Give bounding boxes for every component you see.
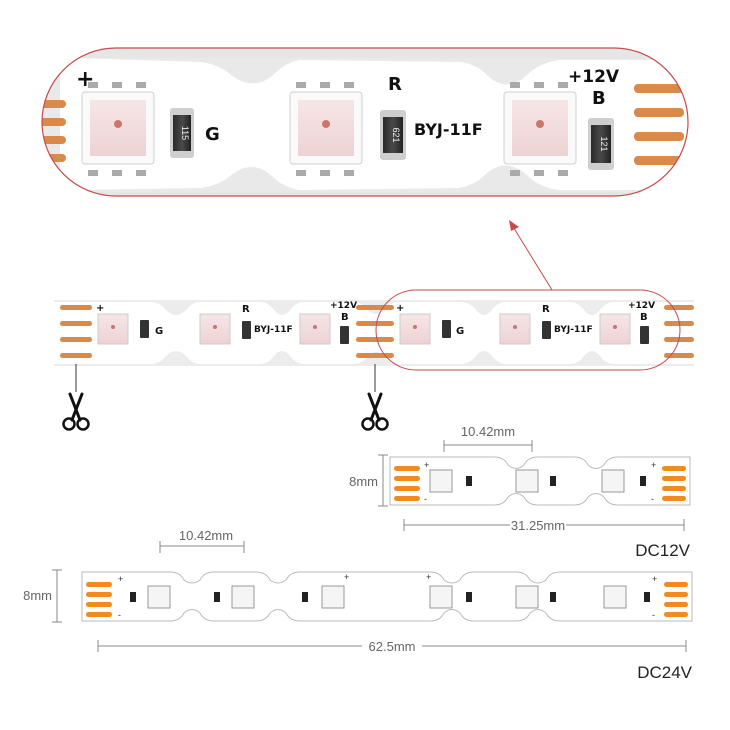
cut-mark-left <box>62 364 90 431</box>
zoom-resistor-2: 621 <box>380 110 406 160</box>
strip-label-12v-2: +12V <box>628 301 655 311</box>
dc24v-voltage-label: DC24V <box>637 663 692 682</box>
dc24v-pitch-dim: 10.42mm <box>179 528 233 543</box>
dc24v-pads-left <box>86 582 112 617</box>
dc24v-minus-1: - <box>118 610 121 620</box>
zoom-label-g: G <box>205 124 220 145</box>
dc12v-voltage-label: DC12V <box>635 541 690 560</box>
strip-label-r-2: R <box>542 304 550 315</box>
dc24v-segment-dim: 62.5mm <box>369 639 416 654</box>
zoom-label-r: R <box>388 74 402 95</box>
zoom-label-plus: + <box>76 67 94 92</box>
scissors-icon <box>361 392 389 431</box>
zoom-led-1 <box>81 82 155 176</box>
dc24v-minus-2: - <box>652 610 655 620</box>
strip-pads-right <box>664 305 694 358</box>
strip-label-g-2: G <box>456 326 464 337</box>
dc24v-plus-3: + <box>426 572 431 582</box>
dc24v-drawing: 10.42mm 8mm + - + + + - <box>23 528 693 682</box>
dc12v-minus-1: - <box>424 494 427 504</box>
zoom-view: 115 621 121 + G R BYJ-11F +12V B <box>41 47 689 197</box>
strip-label-12v-1: +12V <box>330 301 357 311</box>
resistor-code-3: 121 <box>599 136 609 151</box>
zoom-resistor-1: 115 <box>170 108 194 158</box>
strip-label-model-2: BYJ-11F <box>554 325 593 335</box>
zoom-right-pads <box>634 84 684 165</box>
resistor-code-2: 621 <box>391 127 401 142</box>
strip-label-plus-1: + <box>96 303 104 314</box>
cut-mark-middle <box>361 364 389 431</box>
callout-line <box>511 224 553 291</box>
callout-arrowhead <box>509 220 519 231</box>
dc24v-resistors <box>130 592 650 602</box>
dc12v-minus-2: - <box>651 494 654 504</box>
strip-label-b-2: B <box>640 312 648 323</box>
zoom-led-3 <box>503 82 577 176</box>
resistor-code-1: 115 <box>180 126 190 140</box>
dc12v-pitch-dim: 10.42mm <box>461 424 515 439</box>
dc12v-plus-1: + <box>424 460 429 470</box>
dc12v-plus-2: + <box>651 460 656 470</box>
strip-pads-middle <box>356 305 394 358</box>
dc12v-width-dim: 8mm <box>349 474 378 489</box>
zoom-label-model: BYJ-11F <box>414 120 483 139</box>
strip-pads-left <box>60 305 92 358</box>
strip-label-g-1: G <box>155 326 163 337</box>
dc24v-leds <box>147 585 627 609</box>
dc12v-pads-right <box>662 466 686 501</box>
strip-leds <box>97 313 631 345</box>
strip-label-b-1: B <box>341 312 349 323</box>
dc24v-plus-2: + <box>344 572 349 582</box>
dc24v-plus-4: + <box>652 574 657 584</box>
dc12v-pads-left <box>394 466 420 501</box>
strip-label-plus-2: + <box>396 303 404 314</box>
dc12v-drawing: 10.42mm 8mm + - + - 31.25mm <box>349 424 691 560</box>
dc24v-width-dim: 8mm <box>23 588 52 603</box>
zoom-led-2 <box>289 82 363 176</box>
zoom-label-12v: +12V <box>568 67 620 87</box>
dc12v-segment-dim: 31.25mm <box>511 518 565 533</box>
zoom-label-b: B <box>592 88 606 109</box>
strip-resistors <box>140 320 649 344</box>
strip-view: + G R BYJ-11F +12V B + G R BYJ-11F +12V … <box>54 289 694 371</box>
dc12v-leds <box>429 469 625 493</box>
dc24v-plus-1: + <box>118 574 123 584</box>
dc24v-pads-right <box>664 582 688 617</box>
zoom-resistor-3: 121 <box>588 118 614 170</box>
strip-label-model-1: BYJ-11F <box>254 325 293 335</box>
scissors-icon <box>62 392 90 431</box>
strip-label-r-1: R <box>242 304 250 315</box>
